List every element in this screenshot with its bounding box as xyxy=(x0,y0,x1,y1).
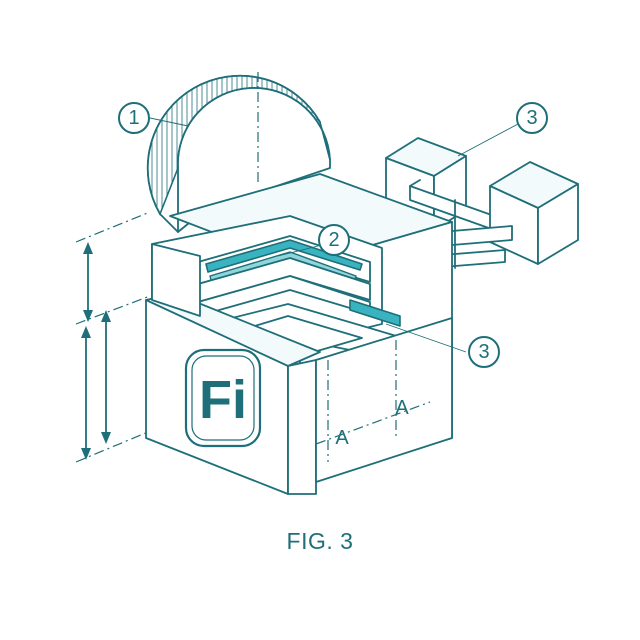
leader-lines xyxy=(149,117,519,353)
callout-2-label: 2 xyxy=(328,229,339,251)
callout-3-top: 3 xyxy=(516,102,548,134)
section-mark-a-right: A xyxy=(395,397,409,419)
brand-logo: Fi xyxy=(184,348,262,448)
figure-caption: FIG. 3 xyxy=(286,528,354,554)
dimension-lines xyxy=(75,211,151,463)
callout-3-top-label: 3 xyxy=(526,107,537,129)
callout-2: 2 xyxy=(318,224,350,256)
callout-3-bottom: 3 xyxy=(468,336,500,368)
semicircle-disc xyxy=(146,72,331,233)
section-mark-a-left: A xyxy=(335,427,349,449)
callout-1: 1 xyxy=(118,102,150,134)
logo-text: Fi xyxy=(199,370,247,430)
actuator-assembly xyxy=(385,137,579,269)
callout-1-label: 1 xyxy=(128,107,139,129)
section-lines: A A xyxy=(315,340,431,462)
callout-3-bottom-label: 3 xyxy=(478,341,489,363)
